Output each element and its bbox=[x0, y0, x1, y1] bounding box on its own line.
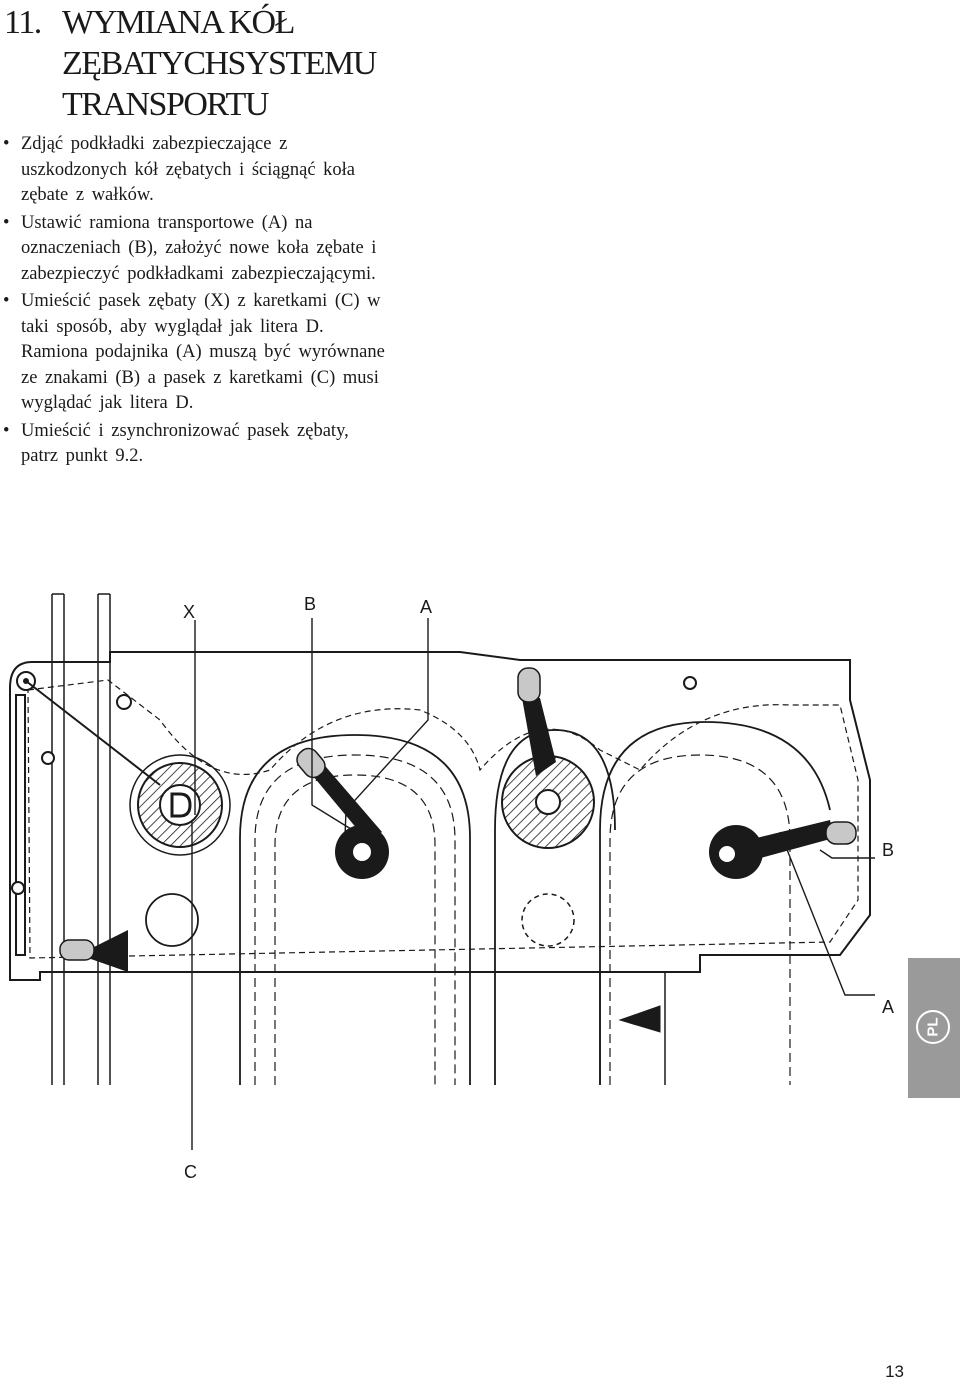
language-label: PL bbox=[924, 1017, 942, 1037]
section-title-line: WYMIANA KÓŁ bbox=[62, 4, 295, 41]
belt-guide bbox=[25, 680, 161, 786]
instruction-item: • Umieścić i zsynchronizować pasek zębat… bbox=[0, 419, 440, 470]
instruction-item: • Umieścić pasek zębaty (X) z karetkami … bbox=[0, 289, 440, 417]
instruction-line: Ramiona podajnika (A) muszą być wyrównan… bbox=[21, 342, 385, 362]
lower-right-roller bbox=[521, 893, 575, 947]
instruction-line: patrz punkt 9.2. bbox=[21, 446, 144, 466]
instruction-line: zębate z wałków. bbox=[21, 185, 154, 205]
instruction-line: ze znakami (B) a pasek z karetkami (C) m… bbox=[21, 367, 379, 388]
callout-leaders bbox=[191, 618, 875, 1150]
lower-right-lever bbox=[599, 972, 666, 1085]
lower-left-roller bbox=[145, 893, 199, 947]
gear-assembly-diagram: X B A B A C bbox=[9, 593, 894, 1182]
language-tab: PL bbox=[908, 958, 960, 1098]
instruction-line: taki sposób, aby wyglądał jak litera D. bbox=[21, 316, 324, 337]
instruction-line: uszkodzonych kół zębatych i ściągnąć koł… bbox=[21, 159, 356, 180]
instruction-item: • Zdjąć podkładki zabezpieczające z uszk… bbox=[0, 132, 440, 209]
transport-arm-middle bbox=[517, 667, 556, 776]
instruction-list: • Zdjąć podkładki zabezpieczające z uszk… bbox=[0, 132, 440, 472]
language-badge: PL bbox=[916, 1010, 950, 1044]
page-number: 13 bbox=[885, 1362, 904, 1381]
right-gear bbox=[501, 755, 595, 849]
instruction-item: • Ustawić ramiona transportowe (A) na oz… bbox=[0, 211, 440, 288]
section-title-line: ZĘBATYCHSYSTEMU bbox=[62, 45, 377, 82]
instruction-line: Umieścić i zsynchronizować pasek zębaty, bbox=[21, 420, 349, 441]
instruction-line: wyglądać jak litera D. bbox=[21, 393, 194, 413]
transport-arm-right bbox=[709, 820, 857, 879]
bullet-marker: • bbox=[3, 420, 10, 441]
callout-a-right: A bbox=[882, 997, 894, 1017]
instruction-line: zabezpieczyć podkładkami zabezpieczający… bbox=[21, 263, 376, 284]
bullet-marker: • bbox=[3, 291, 10, 311]
callout-c-bottom: C bbox=[184, 1162, 197, 1182]
left-slider bbox=[15, 694, 26, 956]
callout-b-top: B bbox=[304, 594, 316, 614]
bullet-marker: • bbox=[3, 134, 10, 154]
callout-b-right: B bbox=[882, 840, 894, 860]
callout-x-top: X bbox=[183, 602, 195, 622]
belt-path bbox=[254, 754, 791, 1085]
transport-arm-left bbox=[296, 747, 389, 879]
section-number: 11. bbox=[4, 4, 42, 41]
section-title-line: TRANSPORTU bbox=[62, 86, 269, 123]
mounting-holes bbox=[11, 676, 697, 895]
left-gear bbox=[129, 754, 231, 856]
section-heading: 11. WYMIANA KÓŁ ZĘBATYCHSYSTEMU TRANSPOR… bbox=[4, 2, 464, 125]
belt-path-solid bbox=[239, 721, 831, 1085]
section-title: WYMIANA KÓŁ ZĘBATYCHSYSTEMU TRANSPORTU bbox=[62, 2, 464, 125]
instruction-line: Ustawić ramiona transportowe (A) na bbox=[21, 212, 313, 233]
callout-a-top: A bbox=[420, 597, 432, 617]
instruction-line: oznaczeniach (B), założyć nowe koła zęba… bbox=[21, 238, 377, 258]
bullet-marker: • bbox=[3, 212, 10, 233]
housing-outline bbox=[9, 651, 871, 981]
instruction-line: Zdjąć podkładki zabezpieczające z bbox=[21, 134, 288, 154]
left-rails bbox=[51, 593, 460, 1085]
lower-left-lever bbox=[59, 930, 128, 972]
instruction-line: Umieścić pasek zębaty (X) z karetkami (C… bbox=[21, 291, 381, 311]
